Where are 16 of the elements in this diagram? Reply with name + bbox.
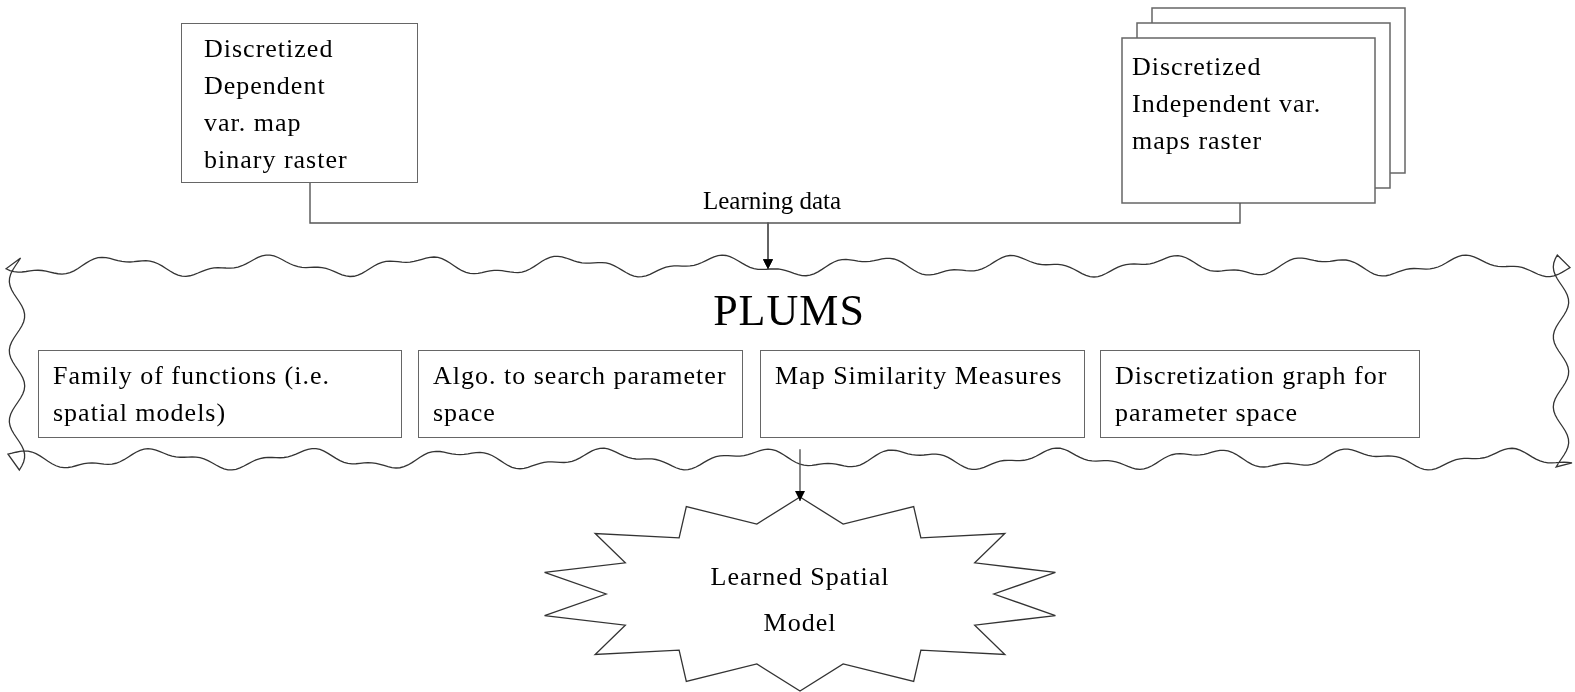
node-label: Family of functions (i.e. spatial models) [53,360,331,429]
node-label: Algo. to search parameter space [433,360,728,429]
component-box [760,350,1085,438]
component-box [418,350,743,438]
cloud-shape [6,255,1572,470]
title-text: PLUMS [712,287,866,335]
node-label: Learned Spatial Model [709,561,891,639]
node-label: Discretized Dependent var. map binary raster [204,33,349,176]
process-box [181,23,418,183]
component-box [1100,350,1420,438]
connector-arrow [795,448,805,502]
component-box [38,350,402,438]
node-label: Discretized Independent var. maps raster [1132,51,1323,157]
stacked-document-boxes [1122,8,1405,203]
node-label: Discretization graph for parameter space [1115,360,1389,429]
node-label: Map Similarity Measures [775,360,1064,392]
